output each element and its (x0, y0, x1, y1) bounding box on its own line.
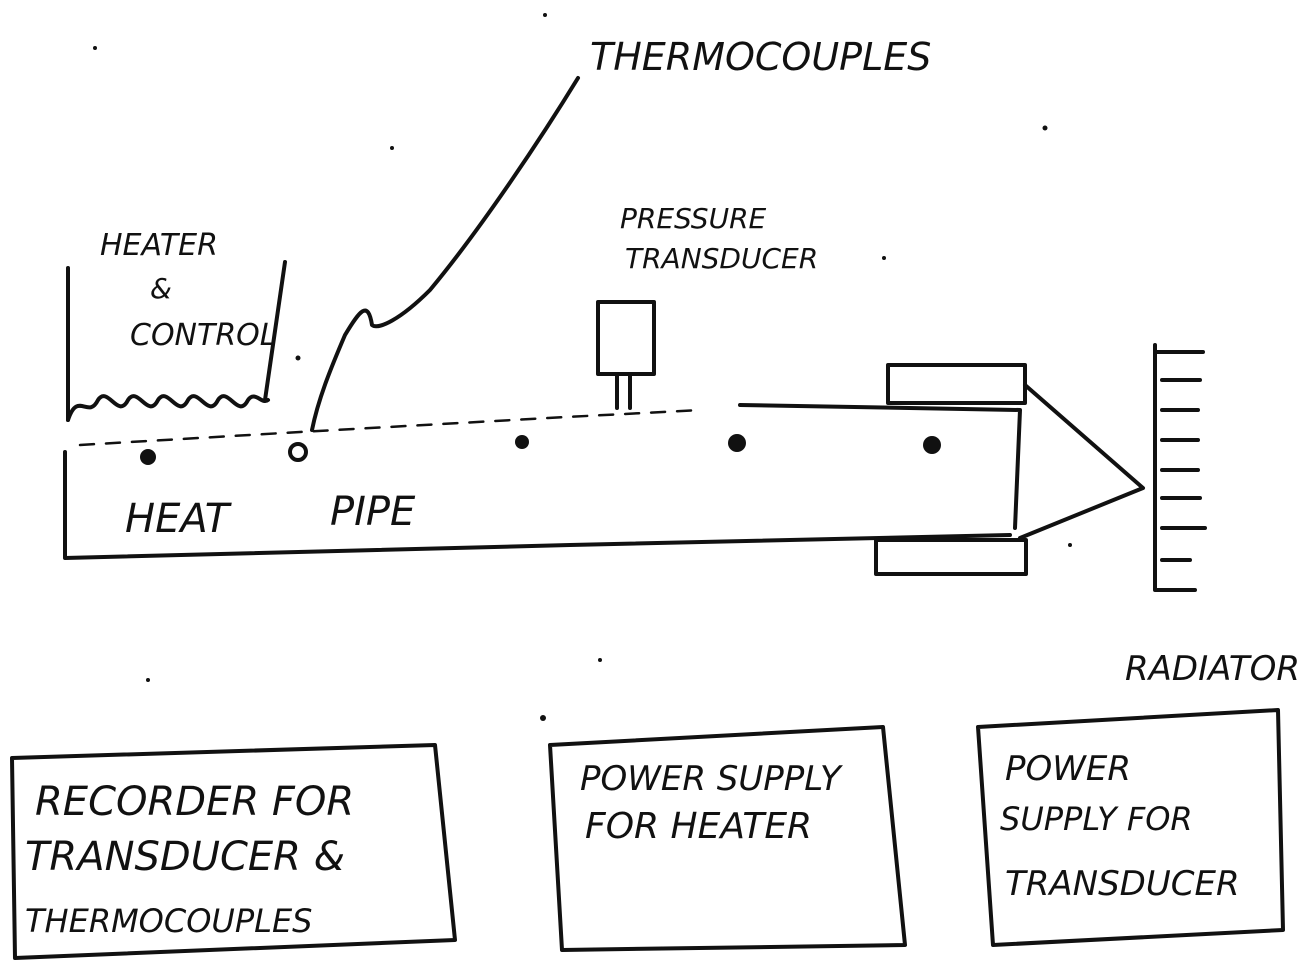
thermocouple-junction (140, 449, 156, 465)
radiator-link (1018, 383, 1145, 540)
transducer-supply-line-3: TRANSDUCER (1005, 864, 1240, 904)
pressure-label: PRESSURE (620, 202, 767, 235)
heater-supply-line-1: POWER SUPPLY (580, 759, 843, 799)
control-label: CONTROL (130, 318, 277, 353)
heat-pipe-top-wall-faint (78, 408, 702, 447)
thermocouple-lead-wire (310, 76, 580, 432)
thermocouple-junction (728, 434, 746, 452)
pressure-transducer-body (596, 300, 656, 376)
radiator-backbone (1153, 343, 1197, 592)
thermocouple-junction (923, 436, 941, 454)
heater-power-supply-box (548, 725, 907, 952)
recorder-line-1: RECORDER FOR (35, 779, 354, 825)
transducer-supply-line-1: POWER (1005, 749, 1131, 789)
radiator-fins (1153, 350, 1207, 562)
recorder-line-2: TRANSDUCER & (25, 834, 345, 880)
transducer-power-supply-box (976, 708, 1285, 947)
radiator-label: RADIATOR (1125, 649, 1297, 689)
heater-supply-line-2: FOR HEATER (585, 806, 812, 847)
recorder-line-3: THERMOCOUPLES (25, 902, 312, 940)
heater-label: HEATER (100, 228, 218, 263)
heater-right-wall (263, 260, 287, 402)
condenser-clamp-bottom (874, 538, 1028, 576)
scan-specks (93, 13, 1072, 721)
transducer-label: TRANSDUCER (625, 242, 818, 275)
transducer-supply-line-2: SUPPLY FOR (1000, 800, 1193, 838)
recorder-box (10, 743, 457, 960)
heat-pipe-condenser-end (738, 403, 1022, 530)
heater-coil (66, 394, 270, 422)
heater-ampersand-label: & (150, 272, 172, 305)
condenser-clamp-top (886, 363, 1027, 405)
pipe-label: PIPE (330, 489, 416, 535)
heat-label: HEAT (125, 496, 233, 542)
thermocouples-label: THERMOCOUPLES (590, 35, 931, 79)
thermocouple-junction (288, 442, 308, 462)
thermocouple-junction (515, 435, 529, 449)
heat-pipe-bottom-wall (63, 450, 1012, 560)
pressure-transducer-leads (615, 372, 632, 410)
